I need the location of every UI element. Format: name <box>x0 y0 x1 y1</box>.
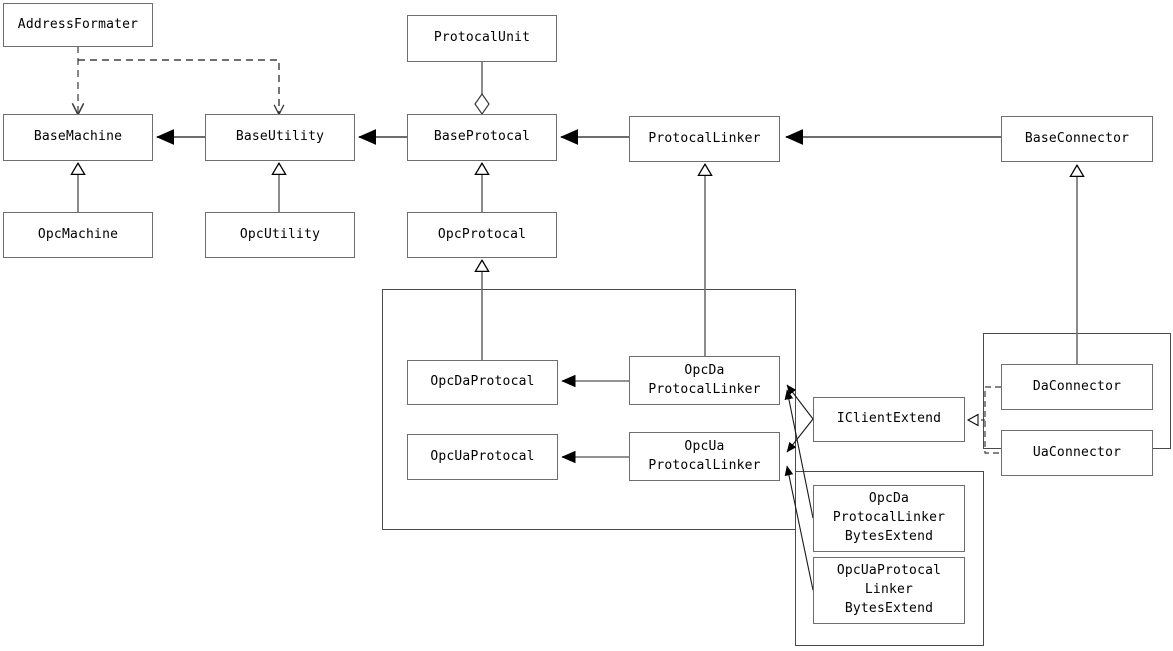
class-box-opc-machine[interactable]: OpcMachine <box>3 212 153 258</box>
class-box-opc-da-protocal-linker-bytes-extend[interactable]: OpcDa ProtocalLinker BytesExtend <box>813 485 965 552</box>
class-box-opc-ua-protocal[interactable]: OpcUaProtocal <box>407 434 558 480</box>
class-box-opc-ua-protocal-linker-bytes-extend[interactable]: OpcUaProtocal Linker BytesExtend <box>813 557 965 624</box>
class-box-opc-da-protocal[interactable]: OpcDaProtocal <box>407 360 558 405</box>
edge-protocalunit-baseprotocal <box>474 62 490 116</box>
class-box-opc-da-protocal-linker[interactable]: OpcDa ProtocalLinker <box>629 356 780 405</box>
edge-addressformater-baseutility <box>78 59 279 114</box>
class-box-address-formater[interactable]: AddressFormater <box>3 3 153 47</box>
class-box-protocal-unit[interactable]: ProtocalUnit <box>407 15 557 62</box>
class-box-opc-utility[interactable]: OpcUtility <box>205 212 355 258</box>
protocal-group-container <box>382 289 796 530</box>
class-box-opc-ua-protocal-linker[interactable]: OpcUa ProtocalLinker <box>629 432 780 481</box>
class-box-da-connector[interactable]: DaConnector <box>1001 364 1153 410</box>
class-box-base-connector[interactable]: BaseConnector <box>1001 116 1153 162</box>
class-box-ua-connector[interactable]: UaConnector <box>1001 430 1153 476</box>
class-box-base-machine[interactable]: BaseMachine <box>3 114 153 161</box>
class-box-base-protocal[interactable]: BaseProtocal <box>407 114 557 161</box>
class-box-iclient-extend[interactable]: IClientExtend <box>813 397 965 442</box>
class-box-protocal-linker[interactable]: ProtocalLinker <box>629 116 780 162</box>
class-box-opc-protocal[interactable]: OpcProtocal <box>407 212 557 258</box>
class-box-base-utility[interactable]: BaseUtility <box>205 114 355 161</box>
